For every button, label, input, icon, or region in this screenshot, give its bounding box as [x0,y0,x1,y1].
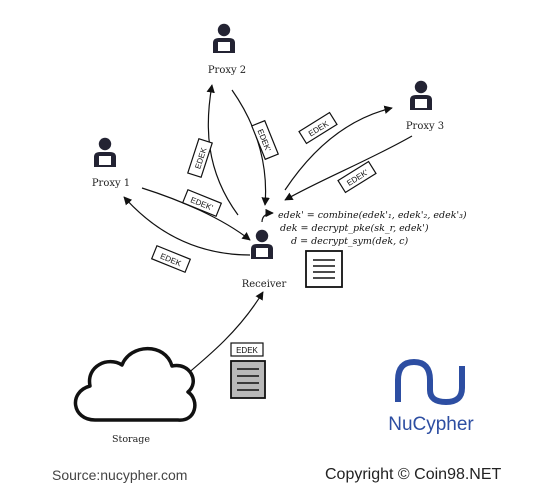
tag-storage-file: EDEK [230,342,264,357]
encrypted-file-icon [230,360,266,399]
proxy-2-label: Proxy 2 [208,65,246,76]
equations: edek' = combine(edek'₁, edek'₂, edek'₃) … [278,210,467,247]
arrow-proxy2-to-receiver [231,89,270,206]
proxy-1-icon [94,137,116,167]
source-caption: Source:nucypher.com [52,467,188,483]
arrow-receiver-to-proxy2 [206,84,239,216]
arrow-receiver-to-proxy3 [284,105,393,191]
storage-label: Storage [112,434,150,445]
proxy-3-icon [410,80,432,110]
nucypher-logo-text: NuCypher [388,414,474,435]
proxy-1-label: Proxy 1 [92,178,130,189]
svg-text:EDEK: EDEK [236,346,258,355]
cloud-icon [73,346,197,422]
tag-proxy2-up: EDEK [187,137,213,179]
tag-proxy1-out: EDEK [150,244,192,274]
equation-line-1: edek' = combine(edek'₁, edek'₂, edek'₃) [278,210,467,221]
receiver-icon [251,229,273,259]
equation-line-2: dek = decrypt_pke(sk_r, edek') [280,223,429,234]
arrow-receiver-to-proxy1 [123,196,251,256]
proxy-2-icon [213,23,235,53]
tag-proxy2-down: EDEK' [250,119,280,161]
tag-proxy3-in: EDEK' [337,160,377,194]
document-icon [305,250,343,288]
copyright-caption: Copyright © Coin98.NET [325,466,502,483]
arrow-proxy3-to-receiver [284,135,413,201]
receiver-label: Receiver [242,279,287,290]
tag-proxy1-in: EDEK' [181,188,223,218]
nucypher-logo-mark [395,358,465,406]
proxy-3-label: Proxy 3 [406,121,444,132]
arrow-receiver-curl [261,208,274,223]
equation-line-3: d = decrypt_sym(dek, c) [291,236,408,247]
